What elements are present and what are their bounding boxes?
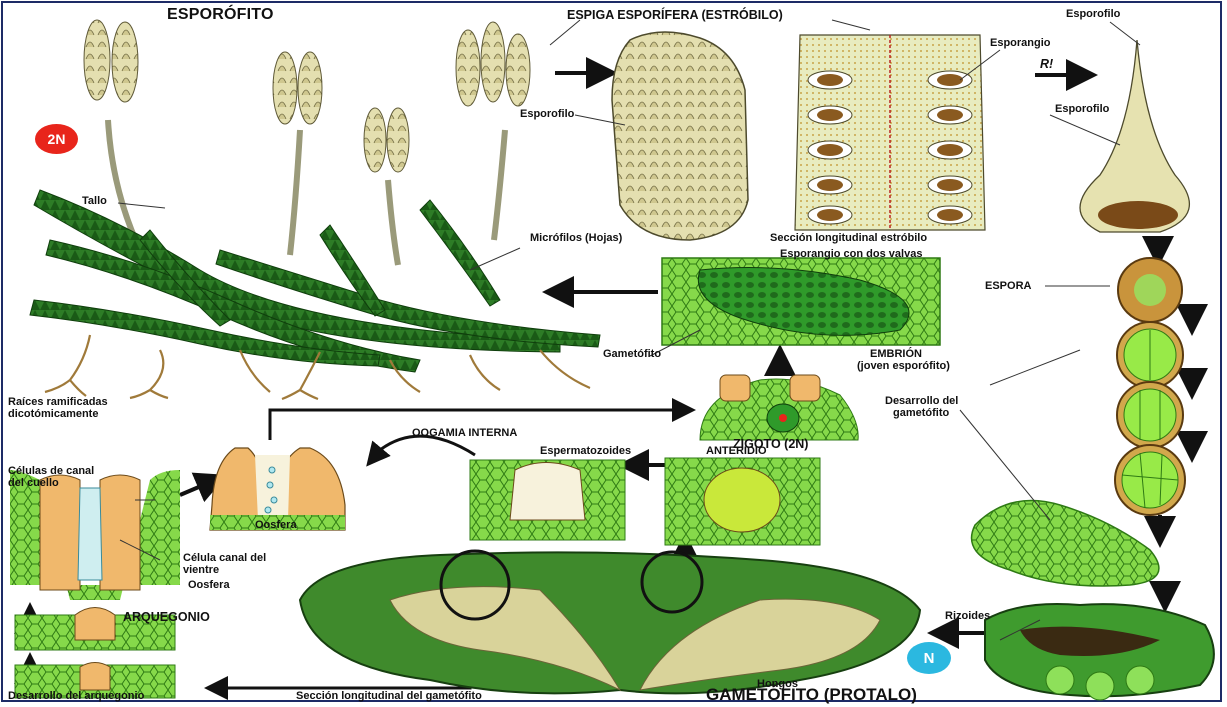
label-celulas-canal: Células de canal: [8, 466, 94, 478]
label-desarrollo-gametofito-sub: gametófito: [893, 408, 949, 420]
label-rizoides: Rizoides: [945, 611, 990, 623]
label-desarrollo-gametofito: Desarrollo del: [885, 396, 958, 408]
sporophyte-title: ESPORÓFITO: [167, 7, 274, 24]
antheridium-closed: [665, 458, 820, 545]
label-seccion-gametofito: Sección longitudinal del gametófito: [296, 691, 482, 703]
label-anteridio: ANTERIDIO: [706, 446, 767, 458]
archegonium-fertilization: [210, 448, 345, 530]
label-embrion-sub: (joven esporófito): [857, 361, 950, 373]
label-celula-vientre: Célula canal del: [183, 553, 266, 565]
label-arquegonio: ARQUEGONIO: [123, 611, 210, 624]
sporophyte-plant: [30, 20, 600, 399]
young-gametophyte: [972, 501, 1159, 587]
label-oosfera-center: Oosfera: [255, 520, 297, 532]
label-espermatozoides: Espermatozoides: [540, 446, 631, 458]
antheridium-open: [470, 460, 625, 540]
label-seccion-estrobilo: Sección longitudinal estróbilo: [770, 233, 927, 245]
label-raices: Raíces ramificadas: [8, 397, 108, 409]
strobilus-exterior: [612, 32, 748, 240]
sporophyll-detail: [1080, 40, 1189, 232]
gametophyte-section: [300, 551, 920, 693]
label-esporangio: Esporangio: [990, 38, 1051, 50]
label-espiga: ESPIGA ESPORÍFERA (ESTRÓBILO): [567, 9, 783, 22]
label-gametofito-protalo: GAMETÓFITO (PROTALO): [706, 686, 917, 704]
label-esporangio-valvas: Esporangio con dos valvas: [780, 249, 922, 261]
label-celula-vientre-sub: vientre: [183, 565, 219, 577]
strobilus-section: [795, 35, 985, 230]
label-embrion: EMBRIÓN: [870, 349, 922, 361]
label-oogamia: OOGAMIA INTERNA: [412, 428, 517, 440]
label-desarrollo-arquegonio: Desarrollo del arquegonio: [8, 691, 144, 703]
label-gametofito: Gametófito: [603, 349, 661, 361]
mature-prothallus: [985, 604, 1214, 700]
label-oosfera-left: Oosfera: [188, 580, 230, 592]
label-esporofilo-top: Esporofilo: [1066, 9, 1120, 21]
label-raices-sub: dicotómicamente: [8, 409, 98, 421]
embryo-section: [662, 258, 940, 345]
label-celulas-canal-sub: del cuello: [8, 478, 59, 490]
label-esporofilo-right: Esporofilo: [1055, 104, 1109, 116]
haploid-badge: N: [907, 642, 951, 674]
label-rotulo: R!: [1040, 58, 1053, 71]
label-tallo: Tallo: [82, 196, 107, 208]
label-esporofilo-left: Esporofilo: [520, 109, 574, 121]
spore-development: [1115, 258, 1185, 515]
zygote-section: [700, 375, 858, 440]
diploid-badge: 2N: [35, 124, 78, 154]
label-microfilos: Micrófilos (Hojas): [530, 233, 622, 245]
label-espora: ESPORA: [985, 281, 1031, 293]
